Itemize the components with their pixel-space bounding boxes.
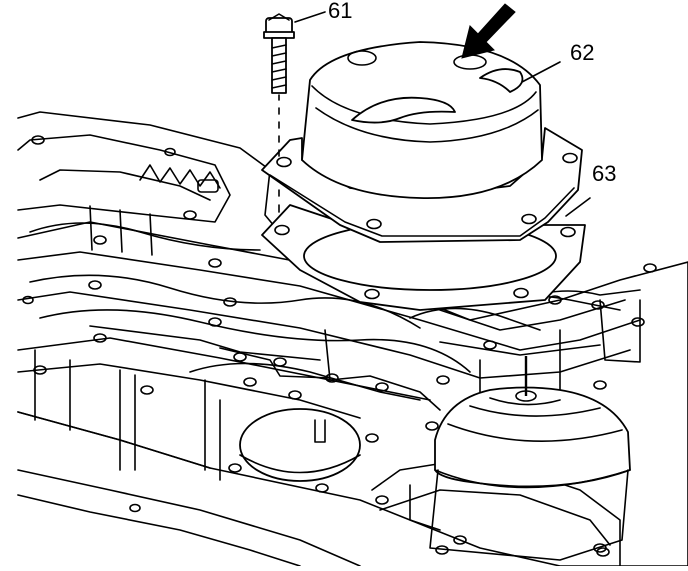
direction-arrow-icon bbox=[461, 3, 516, 59]
callout-label-63: 63 bbox=[592, 161, 617, 186]
case-bore bbox=[239, 408, 361, 482]
accumulator-cover-62 bbox=[261, 41, 583, 243]
lower-accumulator-cover bbox=[429, 356, 631, 561]
callout-label-62: 62 bbox=[570, 40, 595, 65]
callout-label-61: 61 bbox=[328, 0, 353, 23]
case-bolt-holes bbox=[22, 135, 657, 557]
bolt-61 bbox=[263, 11, 326, 213]
valve-body-case bbox=[17, 111, 688, 567]
